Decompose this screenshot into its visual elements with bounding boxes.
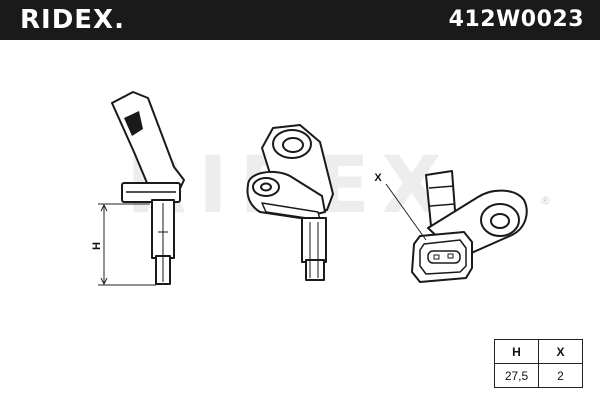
spec-header-h: H (494, 339, 539, 364)
registered-mark: ® (540, 194, 551, 207)
dimension-x-label: X (374, 172, 382, 184)
sensor-perspective-view (246, 124, 334, 281)
spec-table: H X 27,5 2 (494, 339, 583, 388)
spec-value-x: 2 (538, 363, 583, 388)
dimension-h-label: H (91, 242, 103, 250)
sensor-connector-view (411, 170, 528, 283)
technical-drawing: RIDEX ® H (91, 91, 551, 286)
spec-table-value-row: 27,5 2 (494, 363, 583, 388)
dimension-h (98, 203, 156, 286)
spec-value-h: 27,5 (494, 363, 539, 388)
header-bar: RIDEX. 412W0023 (0, 0, 600, 40)
spec-table-header-row: H X (494, 339, 583, 364)
sensor-side-view (111, 91, 185, 285)
dimension-x-leader (385, 183, 427, 241)
part-number: 412W0023 (448, 7, 584, 32)
brand-logo: RIDEX. (20, 5, 125, 35)
spec-header-x: X (538, 339, 583, 364)
